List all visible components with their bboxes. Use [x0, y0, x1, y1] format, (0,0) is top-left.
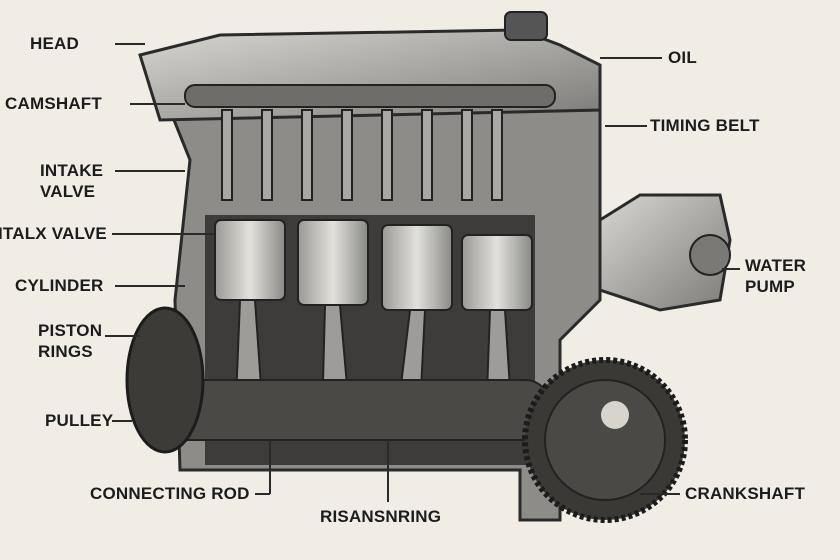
- leader-line-crankshaft: [640, 493, 680, 495]
- label-head: HEAD: [30, 34, 79, 53]
- label-oil: OIL: [668, 48, 697, 67]
- label-risansnring: RISANSNRING: [320, 507, 442, 526]
- label-connecting-rod: CONNECTING ROD: [90, 484, 250, 503]
- label-intake-valve: INTAKE VALVE: [40, 160, 103, 202]
- label-water-pump: WATER PUMP: [745, 255, 806, 297]
- label-intake-valve-line2: VALVE: [40, 182, 96, 201]
- leader-line-connecting-rod-v: [269, 440, 271, 494]
- label-crankshaft: CRANKSHAFT: [685, 484, 806, 503]
- label-piston-rings-line1: PISTON: [38, 321, 103, 340]
- leader-line-water-pump: [722, 268, 740, 270]
- label-italx-valve: ITALX VALVE: [0, 224, 107, 243]
- leader-line-cylinder: [115, 285, 185, 287]
- label-intake-valve-line1: INTAKE: [40, 161, 104, 180]
- label-water-pump-line2: PUMP: [745, 277, 795, 296]
- leader-line-pulley: [112, 420, 132, 422]
- leader-line-oil: [600, 57, 662, 59]
- label-timing-belt: TIMING BELT: [650, 116, 760, 135]
- label-pulley: PULLEY: [45, 411, 114, 430]
- label-piston-rings: PISTON RINGS: [38, 320, 102, 362]
- label-piston-rings-line2: RINGS: [38, 342, 93, 361]
- label-cylinder: CYLINDER: [15, 276, 104, 295]
- leader-line-intake-valve: [115, 170, 185, 172]
- water-pump: [598, 193, 732, 312]
- oil-cap: [504, 11, 548, 41]
- leader-line-camshaft: [130, 103, 185, 105]
- leader-line-connecting-rod: [255, 493, 270, 495]
- crankshaft: [149, 379, 551, 441]
- leader-line-head: [115, 43, 145, 45]
- leader-line-piston-rings: [105, 335, 140, 337]
- label-water-pump-line1: WATER: [745, 256, 807, 275]
- label-camshaft: CAMSHAFT: [5, 94, 102, 113]
- valves: [221, 109, 503, 201]
- pulley: [125, 306, 205, 454]
- camshaft: [184, 84, 556, 108]
- leader-line-timing-belt: [605, 125, 647, 127]
- leader-line-risansnring: [387, 440, 389, 502]
- leader-line-italx-valve: [112, 233, 215, 235]
